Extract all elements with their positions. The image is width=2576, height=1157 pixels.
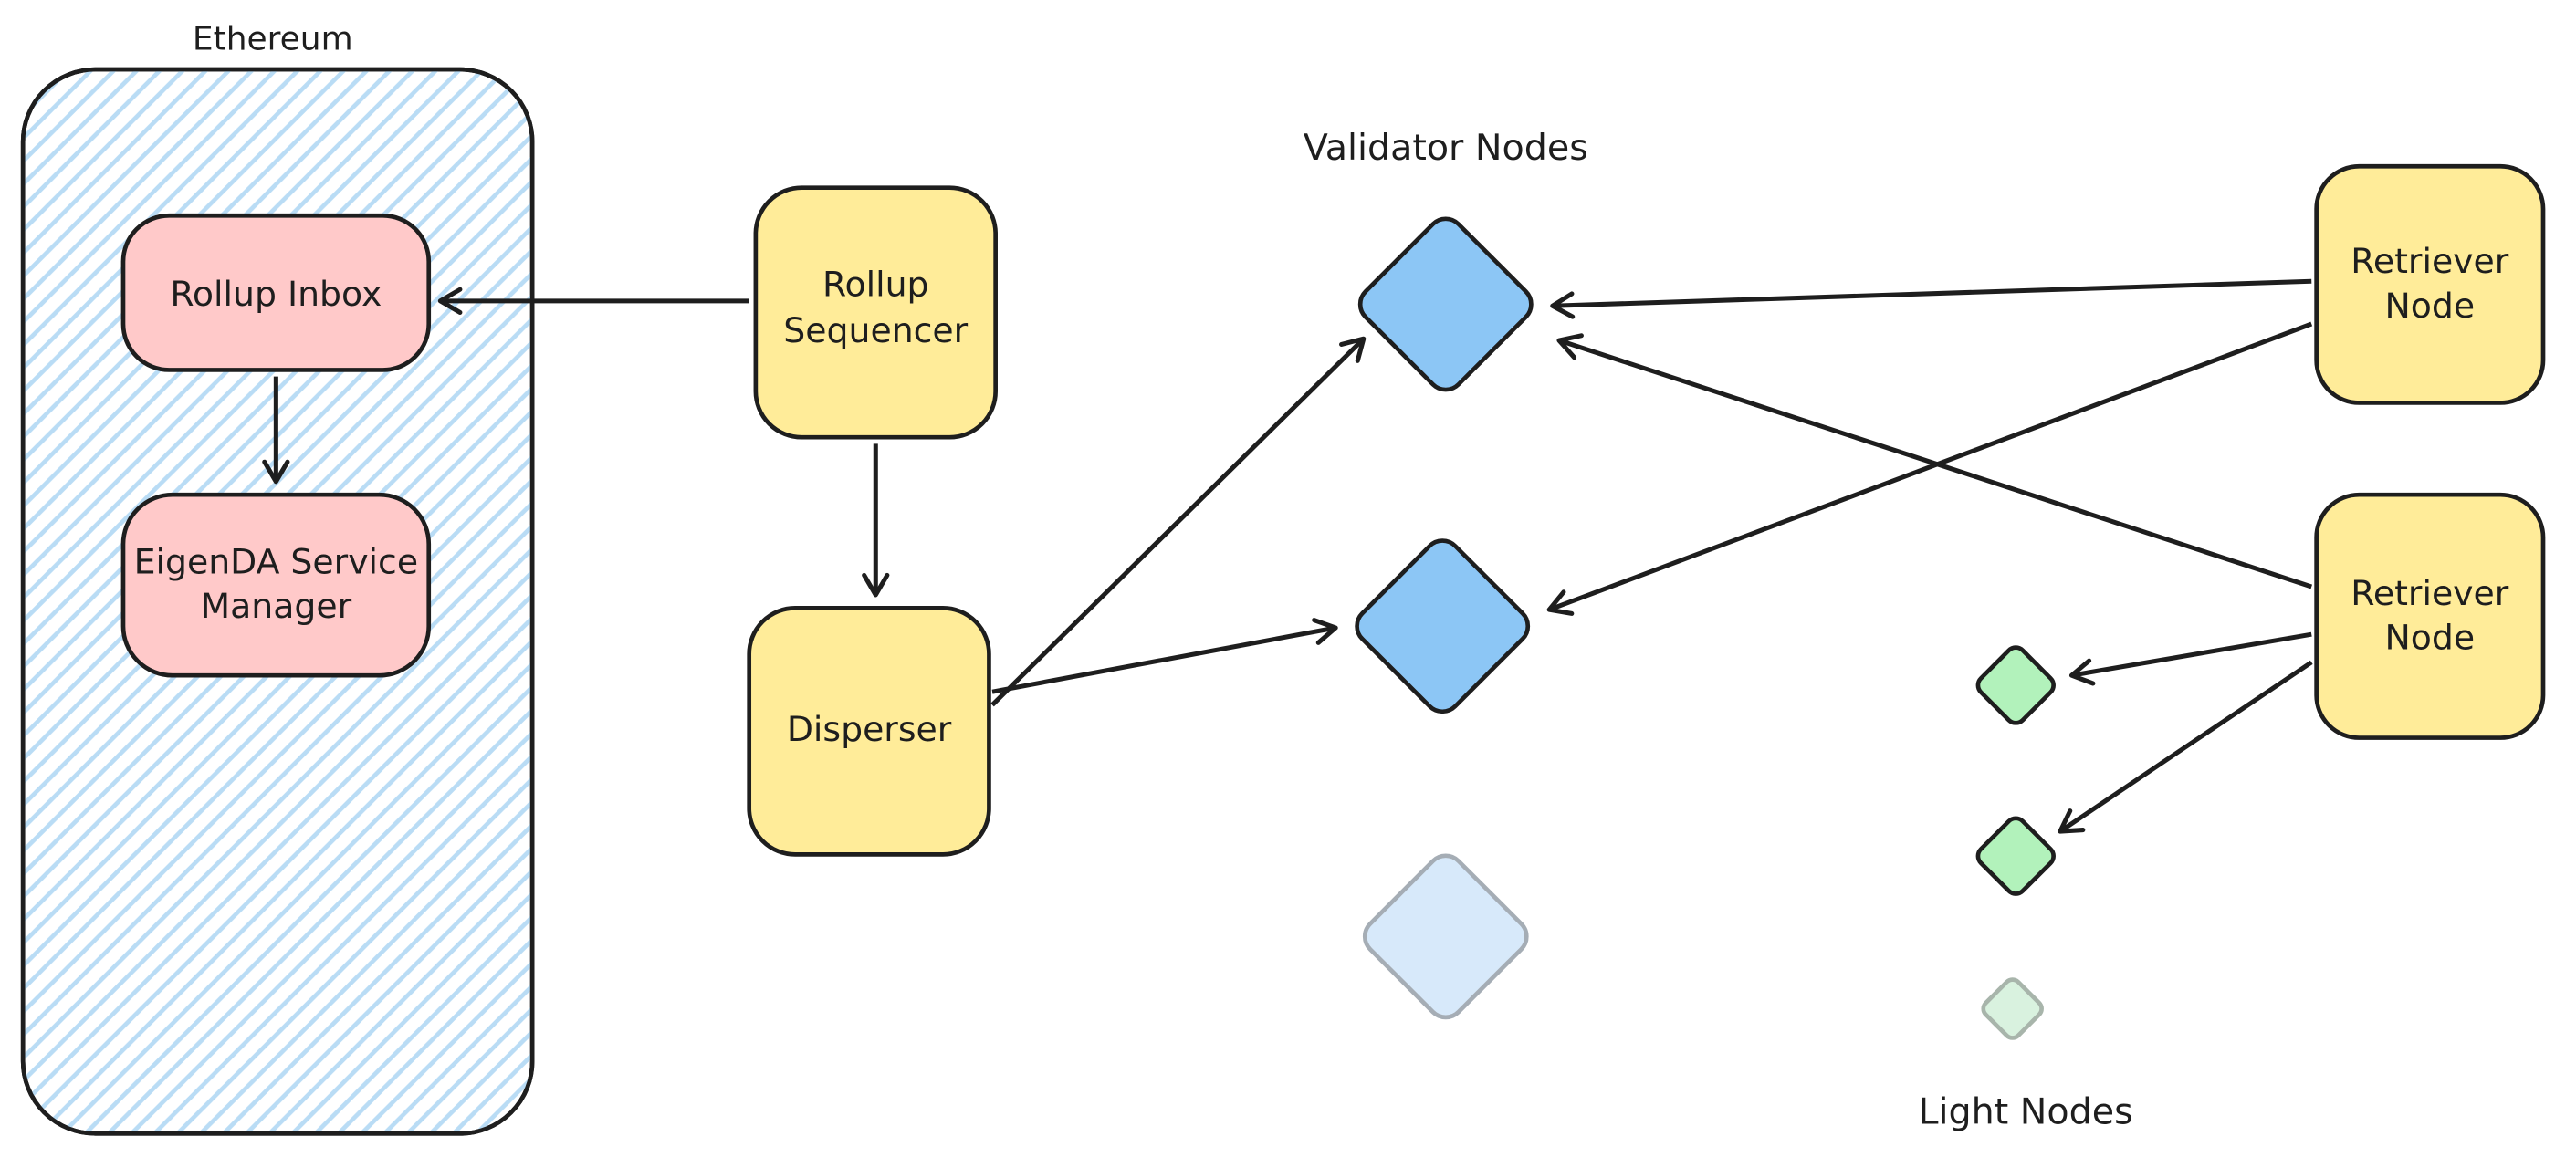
validator-node-faded xyxy=(1362,853,1529,1020)
arrow-disperser-to-validator-node-2 xyxy=(991,618,1338,694)
rollup-inbox-label: Rollup Inbox xyxy=(170,274,382,314)
retriever-node-top-label-line2: Node xyxy=(2385,286,2476,326)
arrow-retriever-bottom-to-validator-node-1 xyxy=(1556,333,2313,589)
arrow-retriever-top-to-validator-node-1 xyxy=(1550,278,2312,319)
retriever-node-bottom-label-line2: Node xyxy=(2385,617,2476,657)
ethereum-label: Ethereum xyxy=(193,20,353,57)
retriever-node-top-label-line1: Retriever xyxy=(2351,241,2508,281)
eigenda-service-manager-label-line2: Manager xyxy=(201,586,352,626)
sequencer-disperser-group: Rollup Sequencer Disperser xyxy=(747,185,998,857)
retriever-node-top xyxy=(2314,163,2546,405)
validator-nodes-label: Validator Nodes xyxy=(1304,127,1588,169)
disperser-node xyxy=(747,606,991,857)
rollup-inbox-node xyxy=(120,213,432,372)
ethereum-group: Ethereum Rollup Inbox EigenDA Service Ma… xyxy=(20,20,535,1136)
validator-nodes-group: Validator Nodes xyxy=(1304,127,1588,1020)
validator-node-2 xyxy=(1355,538,1531,714)
light-node-2 xyxy=(1975,816,2056,896)
validator-node-1 xyxy=(1357,216,1534,392)
edges-group xyxy=(262,278,2313,834)
eigenda-service-manager-node xyxy=(120,492,432,678)
retriever-nodes-group: Retriever Node Retriever Node xyxy=(2314,163,2546,740)
retriever-node-bottom xyxy=(2314,492,2546,740)
arrow-disperser-to-validator-node-1 xyxy=(990,336,1367,707)
arrow-retriever-bottom-to-light-node-1 xyxy=(2068,631,2312,686)
rollup-sequencer-node xyxy=(753,185,998,440)
arrow-retriever-bottom-to-light-node-2 xyxy=(2058,660,2313,834)
rollup-sequencer-label-line2: Sequencer xyxy=(783,310,968,350)
eigenda-service-manager-label-line1: EigenDA Service xyxy=(134,542,418,582)
disperser-label: Disperser xyxy=(787,709,952,749)
retriever-node-bottom-label-line1: Retriever xyxy=(2351,573,2508,613)
light-node-1 xyxy=(1975,645,2056,725)
rollup-sequencer-label-line1: Rollup xyxy=(822,264,929,304)
light-node-faded xyxy=(1981,977,2044,1040)
light-nodes-label: Light Nodes xyxy=(1918,1091,2132,1133)
light-nodes-group: Light Nodes xyxy=(1918,645,2133,1133)
arrow-retriever-top-to-validator-node-2 xyxy=(1546,321,2313,616)
